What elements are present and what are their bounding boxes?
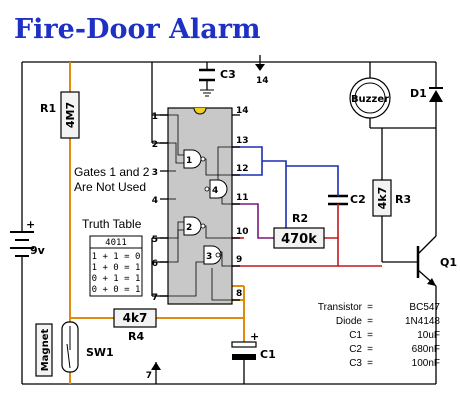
svg-text:3: 3 (206, 252, 212, 262)
diode-d1: D1 (410, 84, 443, 102)
q1-ref: Q1 (440, 256, 457, 269)
battery-voltage: 9v (30, 244, 46, 257)
c1-ref: C1 (260, 348, 276, 361)
pin-label-10: 10 (236, 227, 249, 237)
spec-value-1: 1N4148 (405, 316, 440, 327)
transistor-q1: Q1 (416, 230, 457, 290)
reed-switch-sw1: SW1 (61, 321, 114, 373)
truth-table: 4011 1 + 1 = 0 1 + 0 = 1 0 + 1 = 1 0 + 0… (89, 235, 143, 297)
svg-text:4: 4 (212, 186, 218, 196)
r3-ref: R3 (395, 193, 411, 206)
battery-plus: + (26, 218, 35, 231)
pin-label-11: 11 (236, 193, 249, 203)
magnet: Magnet (35, 323, 53, 377)
signal-wiring (232, 146, 382, 267)
pin-label-1: 1 (152, 112, 158, 122)
pin-label-5: 5 (152, 235, 158, 245)
battery: + 9v (10, 218, 46, 272)
spec-name-4: C3 (349, 358, 362, 369)
nand-gate-1: 1 (183, 149, 206, 169)
spec-value-2: 10uF (417, 330, 440, 341)
truth-row-2: 1 + 0 = 1 (92, 263, 141, 273)
nand-gate-3: 3 (203, 245, 222, 265)
r1-ref: R1 (40, 102, 56, 115)
svg-text:=: = (367, 330, 373, 341)
c2-ref: C2 (350, 193, 366, 206)
pin-label-2: 2 (152, 140, 158, 150)
pin-label-14: 14 (236, 106, 249, 116)
component-specs: Transistor = BC547 Diode = 1N4148 C1 = 1… (318, 302, 441, 369)
svg-text:2: 2 (186, 223, 192, 233)
orange-wiring (69, 62, 245, 384)
c1-plus: + (250, 330, 259, 343)
buzzer: Buzzer (349, 77, 391, 119)
main-wiring (21, 55, 437, 385)
magnet-label: Magnet (40, 329, 51, 372)
pin-label-12: 12 (236, 164, 249, 174)
truth-row-3: 0 + 1 = 1 (92, 274, 141, 284)
svg-text:=: = (367, 358, 373, 369)
pin7-arrow-label: 7 (146, 371, 152, 381)
truth-row-1: 1 + 1 = 0 (92, 252, 141, 262)
resistor-r2: 470k R2 (273, 212, 325, 249)
capacitor-c2: C2 (328, 188, 366, 212)
buzzer-label: Buzzer (351, 94, 389, 105)
sw1-ref: SW1 (86, 346, 114, 359)
svg-text:1: 1 (186, 156, 192, 166)
note-line-2: Are Not Used (74, 180, 146, 194)
spec-name-1: Diode (336, 316, 363, 327)
truth-table-heading: Truth Table (82, 217, 142, 231)
nand-gate-2: 2 (183, 216, 206, 236)
pin-label-6: 6 (152, 259, 158, 269)
resistor-r4: 4k7 R4 (113, 308, 157, 343)
ic-4011: 1 2 3 4 5 6 7 14 13 12 11 10 9 8 (152, 106, 249, 305)
pin-label-4: 4 (152, 196, 158, 206)
truth-table-chip: 4011 (105, 238, 127, 248)
pin-label-3: 3 (152, 168, 158, 178)
spec-value-0: BC547 (409, 302, 440, 313)
svg-text:=: = (367, 316, 373, 327)
c3-ref: C3 (220, 68, 236, 81)
note-line-1: Gates 1 and 2 (74, 165, 150, 179)
pin-label-13: 13 (236, 136, 249, 146)
r2-value: 470k (281, 232, 317, 247)
d1-ref: D1 (410, 87, 427, 100)
capacitor-c1: + C1 (231, 330, 276, 361)
spec-value-4: 100nF (412, 358, 440, 369)
pin-label-9: 9 (236, 255, 242, 265)
spec-value-3: 680nF (412, 344, 440, 355)
spec-name-2: C1 (349, 330, 362, 341)
spec-name-0: Transistor (318, 302, 363, 313)
pin-label-7: 7 (152, 293, 158, 303)
svg-text:=: = (367, 302, 373, 313)
pin-label-8: 8 (236, 289, 242, 299)
resistor-r3: 4k7 R3 (372, 179, 411, 217)
svg-text:=: = (367, 344, 373, 355)
diagram-title: Fire-Door Alarm (14, 14, 261, 45)
r3-value: 4k7 (376, 187, 389, 210)
r4-value: 4k7 (123, 311, 148, 325)
capacitor-c3: C3 (199, 68, 236, 97)
truth-row-4: 0 + 0 = 1 (92, 285, 141, 295)
r4-ref: R4 (128, 330, 144, 343)
nand-gate-4: 4 (204, 179, 228, 199)
resistor-r1: 4M7 R1 (40, 91, 80, 139)
spec-name-3: C2 (349, 344, 362, 355)
r2-ref: R2 (292, 212, 308, 225)
pin14-arrow-label: 14 (256, 76, 269, 86)
r1-value: 4M7 (64, 102, 77, 128)
